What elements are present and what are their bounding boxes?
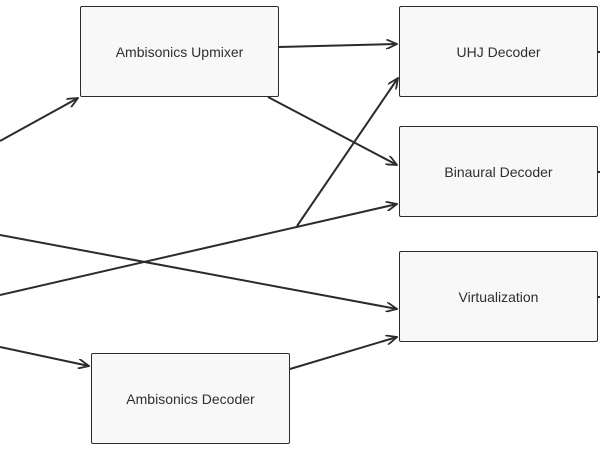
node-binaural-decoder: Binaural Decoder (399, 126, 598, 217)
edge-left-to-binaural (0, 204, 397, 296)
node-ambisonics-upmixer: Ambisonics Upmixer (80, 6, 279, 97)
edge-left-to-decoder (0, 346, 89, 366)
node-ambisonics-decoder: Ambisonics Decoder (91, 353, 290, 444)
node-virtualization: Virtualization (399, 251, 598, 342)
node-label: Ambisonics Decoder (126, 390, 255, 407)
edge-left-to-virtual (0, 234, 397, 309)
edge-upmixer-to-binaural (267, 96, 397, 165)
node-label: Ambisonics Upmixer (115, 43, 244, 60)
edge-crossing-to-uhj (296, 78, 398, 227)
node-label: UHJ Decoder (456, 43, 541, 60)
node-uhj-decoder: UHJ Decoder (399, 6, 598, 97)
edge-upmixer-to-uhj (278, 44, 397, 47)
node-label: Virtualization (458, 288, 539, 305)
edge-decoder-to-virtual (289, 337, 397, 370)
node-label: Binaural Decoder (444, 163, 553, 180)
edge-left-to-upmixer (0, 98, 78, 142)
